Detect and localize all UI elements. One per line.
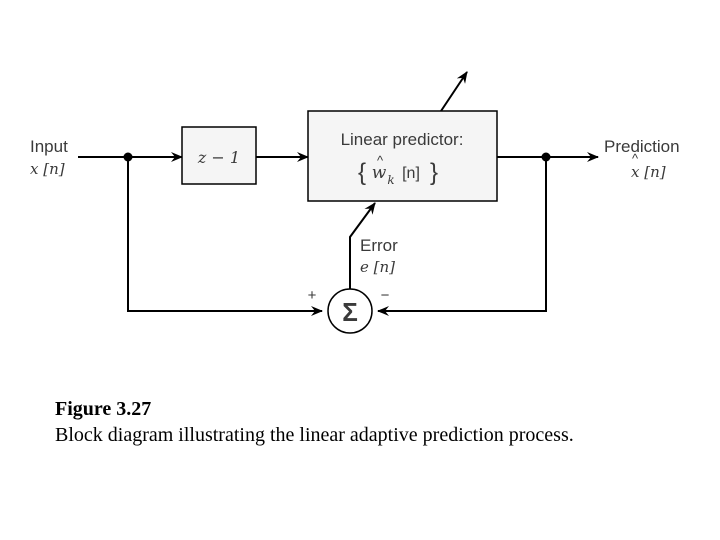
delay-label: z − 1 xyxy=(197,148,240,167)
linear-predictor-block xyxy=(307,110,498,202)
prediction-feedback-line xyxy=(377,157,547,316)
predictor-title: Linear predictor: xyxy=(341,130,464,149)
error-feedback-line xyxy=(349,202,376,289)
delay-block xyxy=(181,126,257,185)
prediction-hat: ^ xyxy=(632,151,639,166)
predictor-weight-hat: ^ xyxy=(377,153,384,168)
figure-caption-title: Figure 3.27 xyxy=(55,398,152,420)
predictor-weight-subscript: k xyxy=(387,173,394,187)
predictor-weight-index: [n] xyxy=(402,165,420,182)
summing-junction xyxy=(327,288,373,334)
predictor-weight-symbol: w xyxy=(372,163,387,183)
adaptation-arrow xyxy=(440,71,468,112)
input-signal-label: x [n] xyxy=(30,160,65,178)
error-label: Error xyxy=(360,236,398,255)
error-signal-label: e [n] xyxy=(360,258,395,276)
predictor-left-brace: { xyxy=(358,159,366,186)
sum-symbol: Σ xyxy=(342,297,358,327)
figure-caption-text: Block diagram illustrating the linear ad… xyxy=(55,424,574,446)
input-label: Input xyxy=(30,137,68,156)
prediction-signal-label: x [n] xyxy=(631,163,666,181)
plus-sign: + xyxy=(308,287,317,304)
minus-sign: − xyxy=(381,287,390,304)
prediction-label: Prediction xyxy=(604,137,680,156)
input-feedback-line xyxy=(127,157,323,316)
predictor-right-brace: } xyxy=(430,159,438,186)
